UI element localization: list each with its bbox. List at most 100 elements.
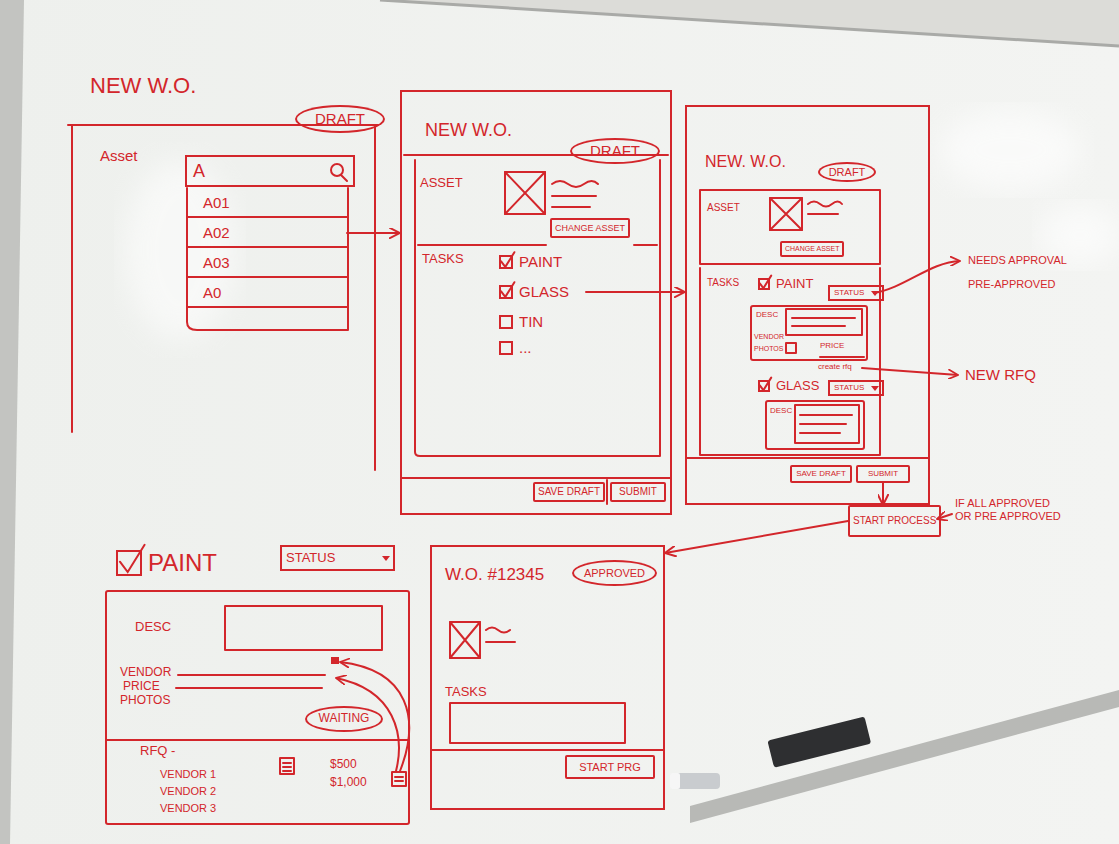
board-frame xyxy=(0,0,24,844)
flow-arrow xyxy=(586,291,685,293)
flow-arrow xyxy=(347,232,400,234)
select-text: STATUS xyxy=(286,551,335,566)
task-row: PAINT xyxy=(496,250,586,274)
button-text: SAVE DRAFT xyxy=(796,469,846,478)
image-placeholder xyxy=(505,172,545,214)
wireframe-frame: NEW. W.O.ASSETTASKSDRAFTCHANGE ASSETPAIN… xyxy=(685,105,930,505)
field-label: $1,000 xyxy=(330,776,367,790)
frame-text: NEW W.O. xyxy=(425,120,512,141)
status-pill: WAITING xyxy=(305,706,383,732)
content-panel xyxy=(415,160,660,456)
check-mark xyxy=(120,545,145,572)
frame-text: ASSET xyxy=(707,202,740,214)
status-pill: APPROVED xyxy=(572,560,657,586)
image-placeholder xyxy=(450,622,480,658)
photo-thumb xyxy=(786,343,796,353)
list-item-text: A01 xyxy=(203,194,230,211)
button: CHANGE ASSET xyxy=(780,241,844,257)
pill-text: APPROVED xyxy=(584,567,645,580)
task-panel xyxy=(450,703,625,743)
check-mark xyxy=(499,255,513,269)
annotation-text: IF ALL APPROVED OR PRE APPROVED xyxy=(955,497,1067,522)
button-text: CHANGE ASSET xyxy=(555,223,625,233)
button: SUBMIT xyxy=(856,465,910,483)
frame-text: TASKS xyxy=(445,685,487,700)
checkbox xyxy=(499,315,513,329)
select-text: STATUS xyxy=(834,383,864,392)
field-lines xyxy=(176,675,325,688)
field-label: VENDOR 2 xyxy=(160,785,216,798)
field-group: DESC xyxy=(765,400,865,450)
task-row: PAINT xyxy=(755,274,817,294)
quote-icon xyxy=(280,758,294,774)
dropdown-list xyxy=(187,188,348,330)
wireframe-frame: NEW W.O.ASSETTASKSDRAFTCHANGE ASSETPAINT… xyxy=(400,90,672,515)
check-mark xyxy=(760,276,771,289)
wireframe-frame: NEW W.O.AssetDRAFTAA01A02A03A0 xyxy=(70,125,375,460)
status-select: STATUS xyxy=(828,380,884,396)
task-label: PAINT xyxy=(519,253,562,270)
task-label: GLASS xyxy=(519,283,569,300)
pill-text: DRAFT xyxy=(315,110,365,127)
checkbox xyxy=(499,341,513,355)
frame-text: NEW. W.O. xyxy=(705,153,786,171)
checkbox xyxy=(758,278,770,290)
marker-dot xyxy=(331,657,339,664)
footer-rule xyxy=(687,457,928,459)
price-line xyxy=(820,356,864,358)
check-mark xyxy=(758,278,770,290)
frame-text: NEW W.O. xyxy=(90,73,196,98)
field-label: PHOTOS xyxy=(754,345,783,353)
button-text: SUBMIT xyxy=(619,486,657,498)
field-label: VENDOR xyxy=(120,666,171,680)
status-select: STATUS xyxy=(828,285,884,301)
task-label: TIN xyxy=(519,313,543,330)
text-lines xyxy=(808,202,842,215)
glare xyxy=(940,110,1080,190)
frame-text: ASSET xyxy=(420,176,463,191)
spray-cap xyxy=(670,773,680,789)
field-label: DESC xyxy=(770,406,792,415)
text-lines xyxy=(486,628,515,643)
image-placeholder xyxy=(770,198,802,230)
annotation-text: NEW RFQ xyxy=(965,366,1036,383)
task-row: GLASS xyxy=(496,280,586,304)
list-item: A02 xyxy=(187,218,347,248)
field-label: PRICE xyxy=(820,341,844,350)
button: SAVE DRAFT xyxy=(790,465,852,483)
field-group: DESCVENDORPRICEPHOTOSRFQ -VENDOR 1$500VE… xyxy=(105,590,410,825)
field-label: VENDOR xyxy=(754,333,784,341)
pill-text: WAITING xyxy=(319,712,370,726)
checkbox xyxy=(499,255,513,269)
text-field xyxy=(786,309,862,335)
frame-text: W.O. #12345 xyxy=(445,565,544,585)
leader-arrow xyxy=(862,368,958,375)
leader-arrow xyxy=(874,261,960,293)
check-mark xyxy=(499,285,513,299)
task-label: PAINT xyxy=(776,277,813,292)
button-text: SUBMIT xyxy=(868,469,898,478)
field-label: VENDOR 1 xyxy=(160,768,216,781)
list-item: A0 xyxy=(187,278,347,308)
check-mark xyxy=(758,380,770,392)
footer-rule xyxy=(402,478,670,504)
task-label: PAINT xyxy=(148,549,217,577)
asset-panel xyxy=(700,190,880,264)
check-mark xyxy=(501,282,514,297)
quote-icon xyxy=(395,777,403,781)
marker-tray xyxy=(690,690,1119,823)
task-label: GLASS xyxy=(776,379,819,394)
annotation-text: create rfq xyxy=(818,362,852,371)
task-row: PAINT xyxy=(113,545,243,581)
search-input: A xyxy=(185,155,355,187)
button-text: SAVE DRAFT xyxy=(538,486,600,498)
status-pill: DRAFT xyxy=(818,162,876,182)
quote-icon xyxy=(392,772,406,786)
leader-arrow xyxy=(937,514,952,519)
field-label: VENDOR 3 xyxy=(160,802,216,815)
process-box: START PROCESS xyxy=(848,505,941,537)
flow-arrow xyxy=(665,521,848,553)
